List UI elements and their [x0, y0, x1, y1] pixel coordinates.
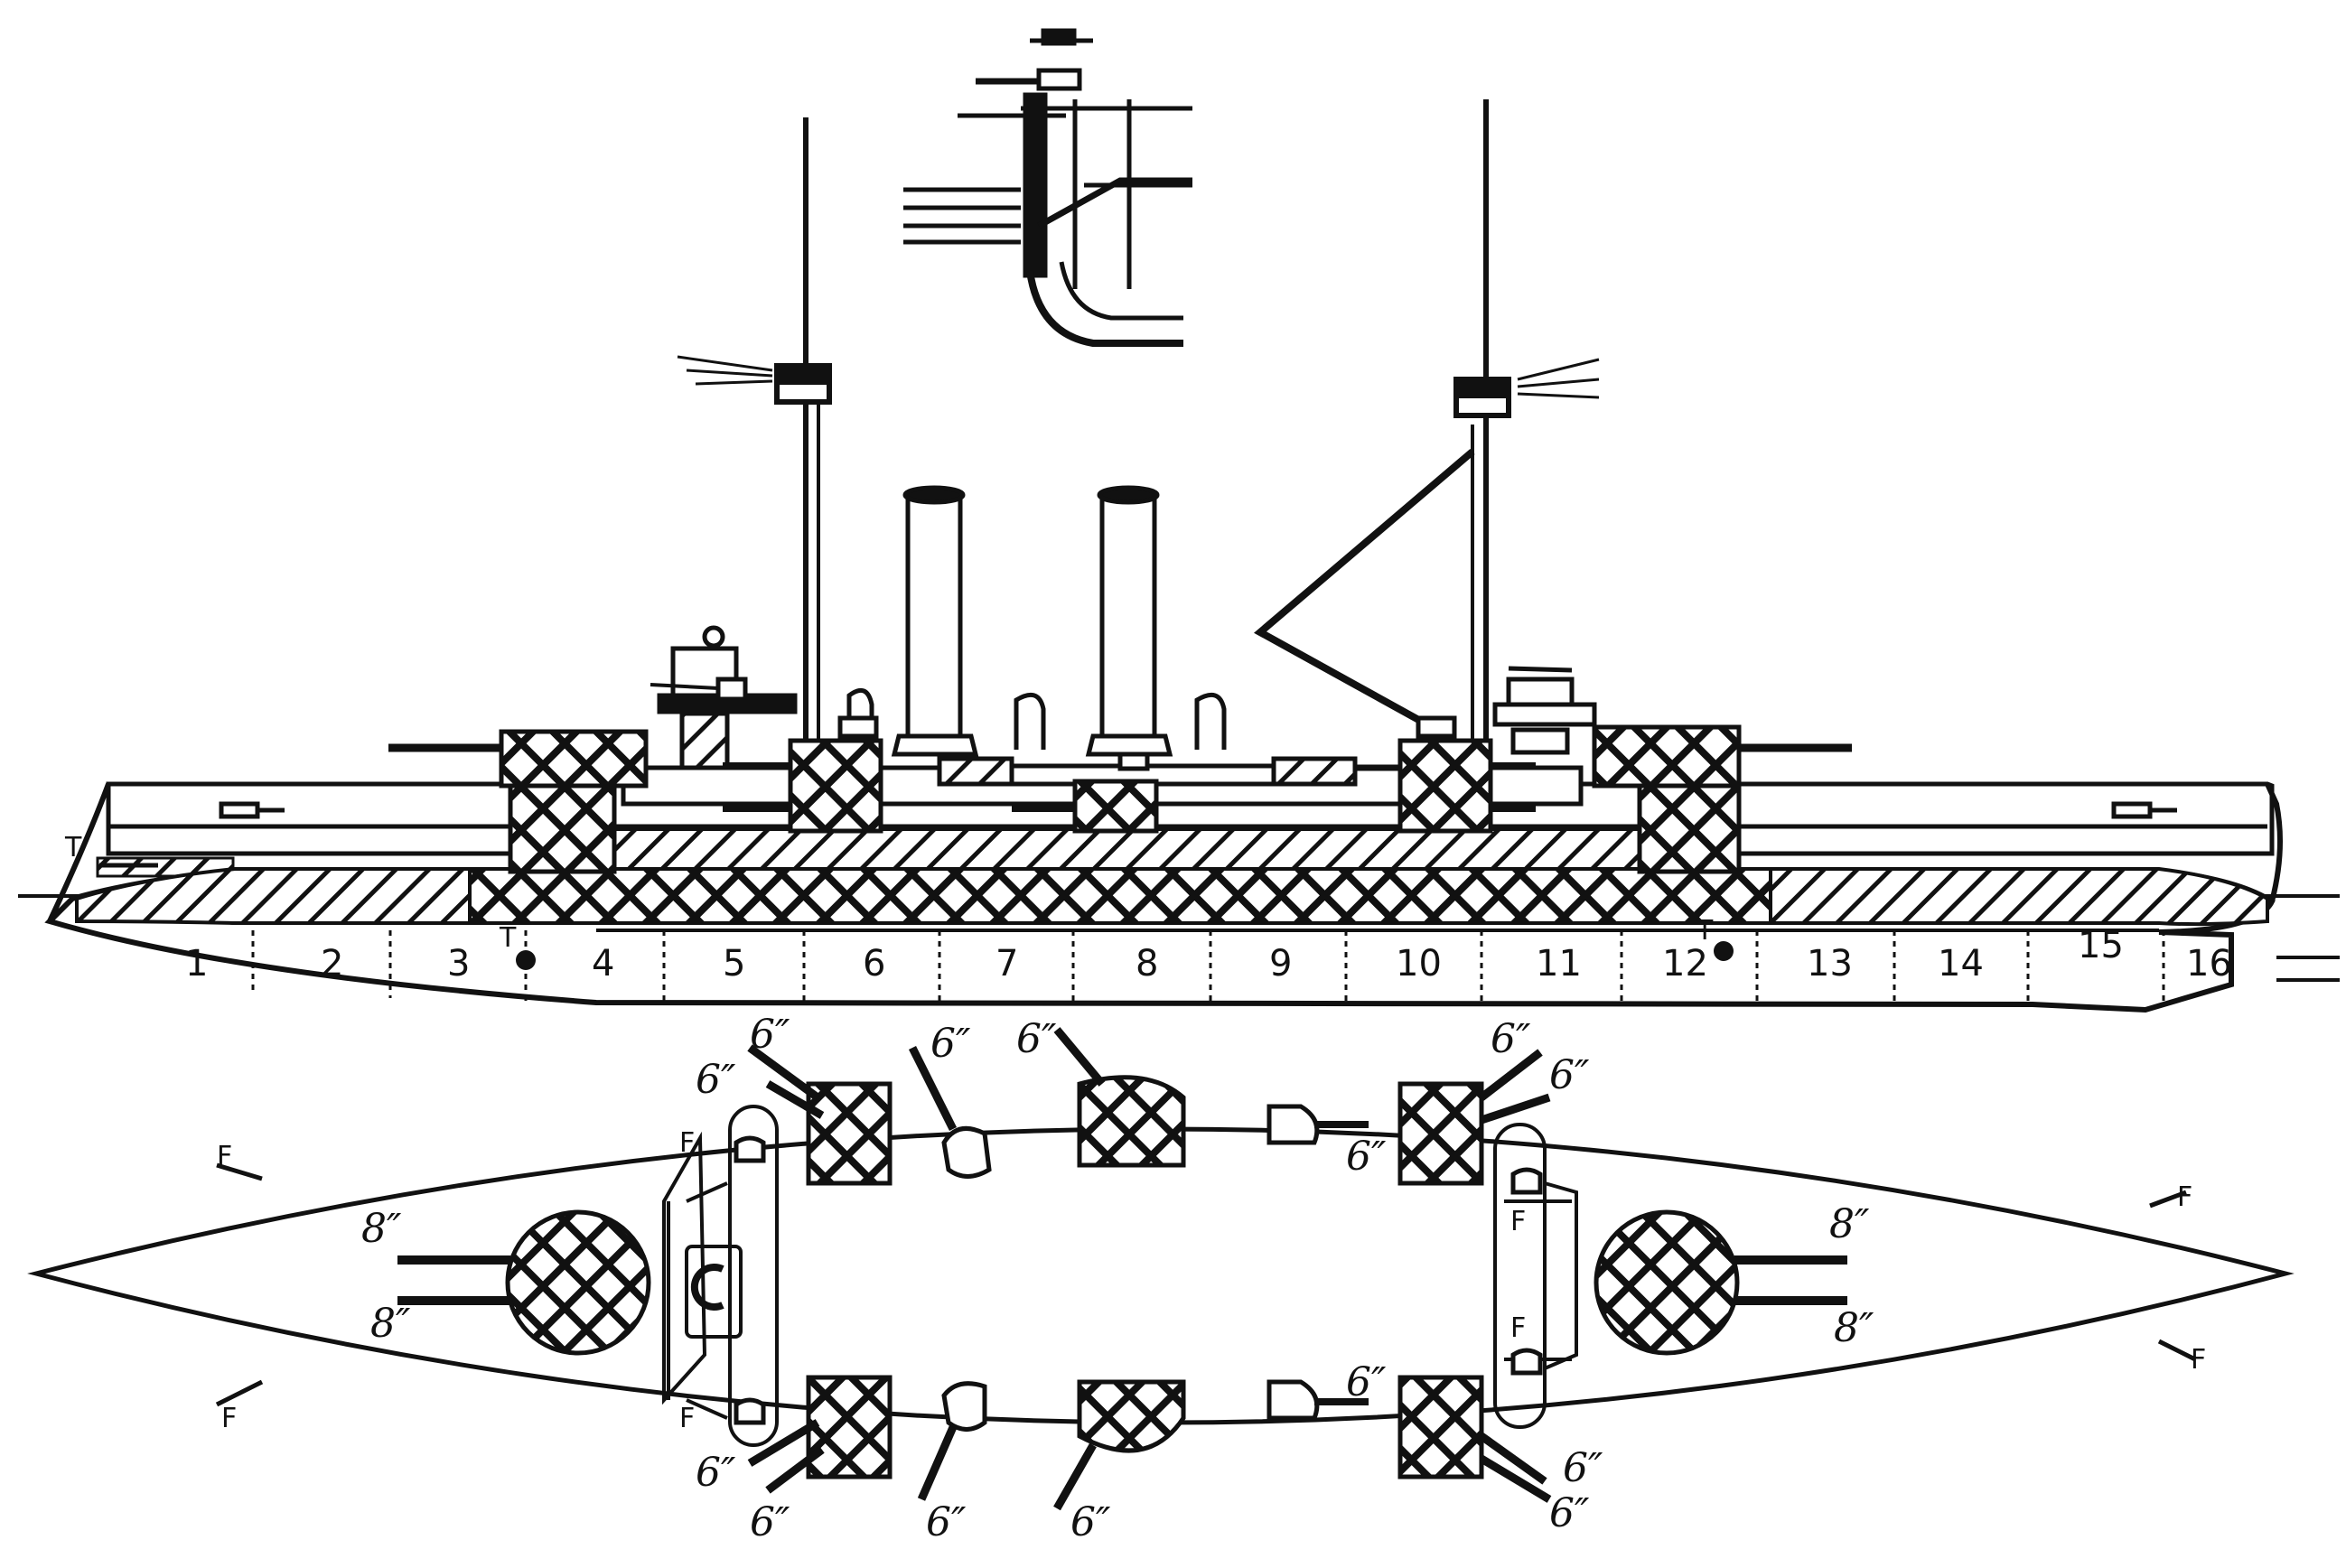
compartment-13: 13 — [1807, 943, 1853, 985]
label-f-3: F — [679, 1127, 695, 1159]
label-6in-12: 6″ — [1070, 1499, 1111, 1545]
torpedo-port-fwd — [516, 950, 536, 970]
compartment-11: 11 — [1536, 943, 1582, 985]
label-6in-11: 6″ — [926, 1499, 967, 1545]
label-6in-6: 6″ — [1549, 1052, 1590, 1098]
aft-bridge — [1492, 666, 1597, 755]
torpedo-mark-aft: T — [1696, 915, 1714, 947]
label-8in-aft-upper: 8″ — [1829, 1201, 1870, 1247]
plan-compass — [690, 1264, 724, 1311]
label-f-1: F — [217, 1141, 232, 1172]
label-6in-10: 6″ — [750, 1499, 790, 1545]
label-f-4: F — [679, 1403, 695, 1434]
midship-section — [903, 28, 1192, 347]
plan-secondary-battery — [215, 1027, 2197, 1511]
label-f-7: F — [2177, 1181, 2192, 1213]
deck-plan: 8″ 8″ 8″ 8″ 6″ 6″ 6″ 6″ 6″ 6″ 6″ 6″ 6″ 6… — [27, 1012, 2295, 1545]
label-8in-fwd-upper: 8″ — [361, 1206, 402, 1252]
side-elevation: 1 2 3 4 5 6 7 8 9 10 11 12 13 14 15 16 T… — [18, 99, 2340, 1013]
compartment-8: 8 — [1136, 943, 1158, 985]
label-f-2: F — [221, 1403, 237, 1434]
label-f-6: F — [1510, 1312, 1526, 1344]
foremast — [677, 117, 832, 759]
compartment-16: 16 — [2186, 943, 2232, 985]
plan-labels: 8″ 8″ 8″ 8″ 6″ 6″ 6″ 6″ 6″ 6″ 6″ 6″ 6″ 6… — [217, 1012, 2206, 1545]
torpedo-tubes: T T T — [64, 832, 1734, 970]
label-6in-9: 6″ — [696, 1450, 736, 1496]
compartment-1: 1 — [185, 943, 208, 985]
label-8in-fwd-lower: 8″ — [370, 1301, 411, 1347]
bulkheads — [251, 930, 2165, 1004]
citadel-belt — [468, 867, 1772, 925]
torpedo-mark-bow: T — [64, 832, 82, 863]
label-f-5: F — [1510, 1206, 1526, 1237]
label-6in-7: 6″ — [1346, 1134, 1387, 1180]
deck-outline — [27, 1126, 2295, 1425]
funnels — [891, 485, 1173, 757]
label-6in-13: 6″ — [1563, 1445, 1603, 1491]
torpedo-port-aft — [1714, 941, 1734, 961]
compartment-5: 5 — [723, 943, 745, 985]
label-6in-2: 6″ — [696, 1057, 736, 1103]
compartment-4: 4 — [592, 943, 614, 985]
label-6in-4: 6″ — [1016, 1016, 1057, 1062]
compartment-3: 3 — [447, 943, 470, 985]
compartment-14: 14 — [1938, 943, 1984, 985]
label-6in-3: 6″ — [930, 1021, 971, 1067]
compartment-15: 15 — [2078, 925, 2124, 966]
label-6in-8: 6″ — [1346, 1359, 1387, 1405]
compartment-6: 6 — [863, 943, 885, 985]
label-6in-5: 6″ — [1491, 1016, 1531, 1062]
compartment-10: 10 — [1396, 943, 1442, 985]
compartment-2: 2 — [321, 943, 343, 985]
plan-main-turrets — [397, 1209, 1847, 1356]
compartment-12: 12 — [1662, 943, 1708, 985]
mainmast — [1254, 99, 1600, 759]
compartment-7: 7 — [995, 943, 1018, 985]
compartment-9: 9 — [1269, 943, 1292, 985]
side-turrets — [219, 715, 2177, 874]
fore-bridge — [650, 625, 798, 770]
label-f-8: F — [2191, 1344, 2206, 1376]
compartment-numbers: 1 2 3 4 5 6 7 8 9 10 11 12 13 14 15 16 — [185, 925, 2232, 985]
label-6in-14: 6″ — [1549, 1490, 1590, 1536]
torpedo-mark-fwd: T — [499, 922, 517, 954]
label-6in-1: 6″ — [750, 1012, 790, 1058]
label-8in-aft-lower: 8″ — [1834, 1305, 1874, 1351]
